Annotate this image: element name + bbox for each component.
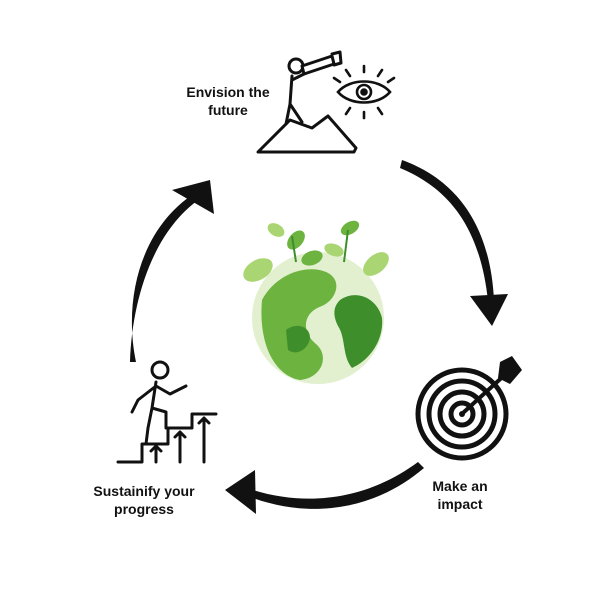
step-label-sustain: Sustainify your progress xyxy=(84,482,204,518)
stairs-icon xyxy=(116,412,218,464)
step-label-line: progress xyxy=(114,501,174,517)
up-arrow-icon xyxy=(197,416,211,464)
step-label-line: Sustainify your xyxy=(93,483,195,499)
sprout-stem-icon xyxy=(291,229,349,263)
arrow-left-head xyxy=(172,180,214,214)
climber-body-icon xyxy=(130,380,188,446)
step-label-line: future xyxy=(208,102,248,118)
telescope-icon xyxy=(300,54,336,76)
telescope-eyepiece-icon xyxy=(330,50,343,67)
green-earth-with-sprouts-icon xyxy=(243,220,389,384)
person-body-icon xyxy=(284,68,314,126)
leaf-icon xyxy=(287,230,305,250)
target-dart-fletching-icon xyxy=(498,356,522,384)
leaf-icon xyxy=(340,220,360,236)
step-label-line: Make an xyxy=(432,478,488,494)
step-label-line: impact xyxy=(437,496,483,512)
arrow-left xyxy=(130,190,204,362)
step-label-line: Envision the xyxy=(186,84,270,100)
leaf-icon xyxy=(363,252,389,276)
climber-head-icon xyxy=(150,360,170,380)
arrow-right-head xyxy=(470,294,508,326)
continent-shape xyxy=(286,325,310,353)
target-icon xyxy=(415,356,522,461)
continent-shape xyxy=(261,269,337,380)
arrow-bottom xyxy=(238,462,424,509)
climbing-stairs-icon xyxy=(116,360,218,464)
up-arrow-icon xyxy=(173,430,187,464)
telescope-on-mountain-icon xyxy=(256,50,358,154)
up-arrow-icon xyxy=(149,444,163,464)
cycle-arrows xyxy=(130,160,508,514)
step-label-impact: Make an impact xyxy=(420,477,500,513)
leaf-icon xyxy=(267,223,285,237)
arrow-right xyxy=(400,160,494,301)
eye-icon xyxy=(332,64,396,120)
leaf-icon xyxy=(324,243,344,257)
step-label-envision: Envision the future xyxy=(176,83,280,119)
leaf-icon xyxy=(301,250,323,266)
continent-shape xyxy=(334,295,383,368)
leaf-icon xyxy=(243,258,273,282)
arrow-bottom-head xyxy=(225,470,256,514)
mountain-icon xyxy=(256,114,358,154)
eye-rays-icon xyxy=(332,64,396,120)
